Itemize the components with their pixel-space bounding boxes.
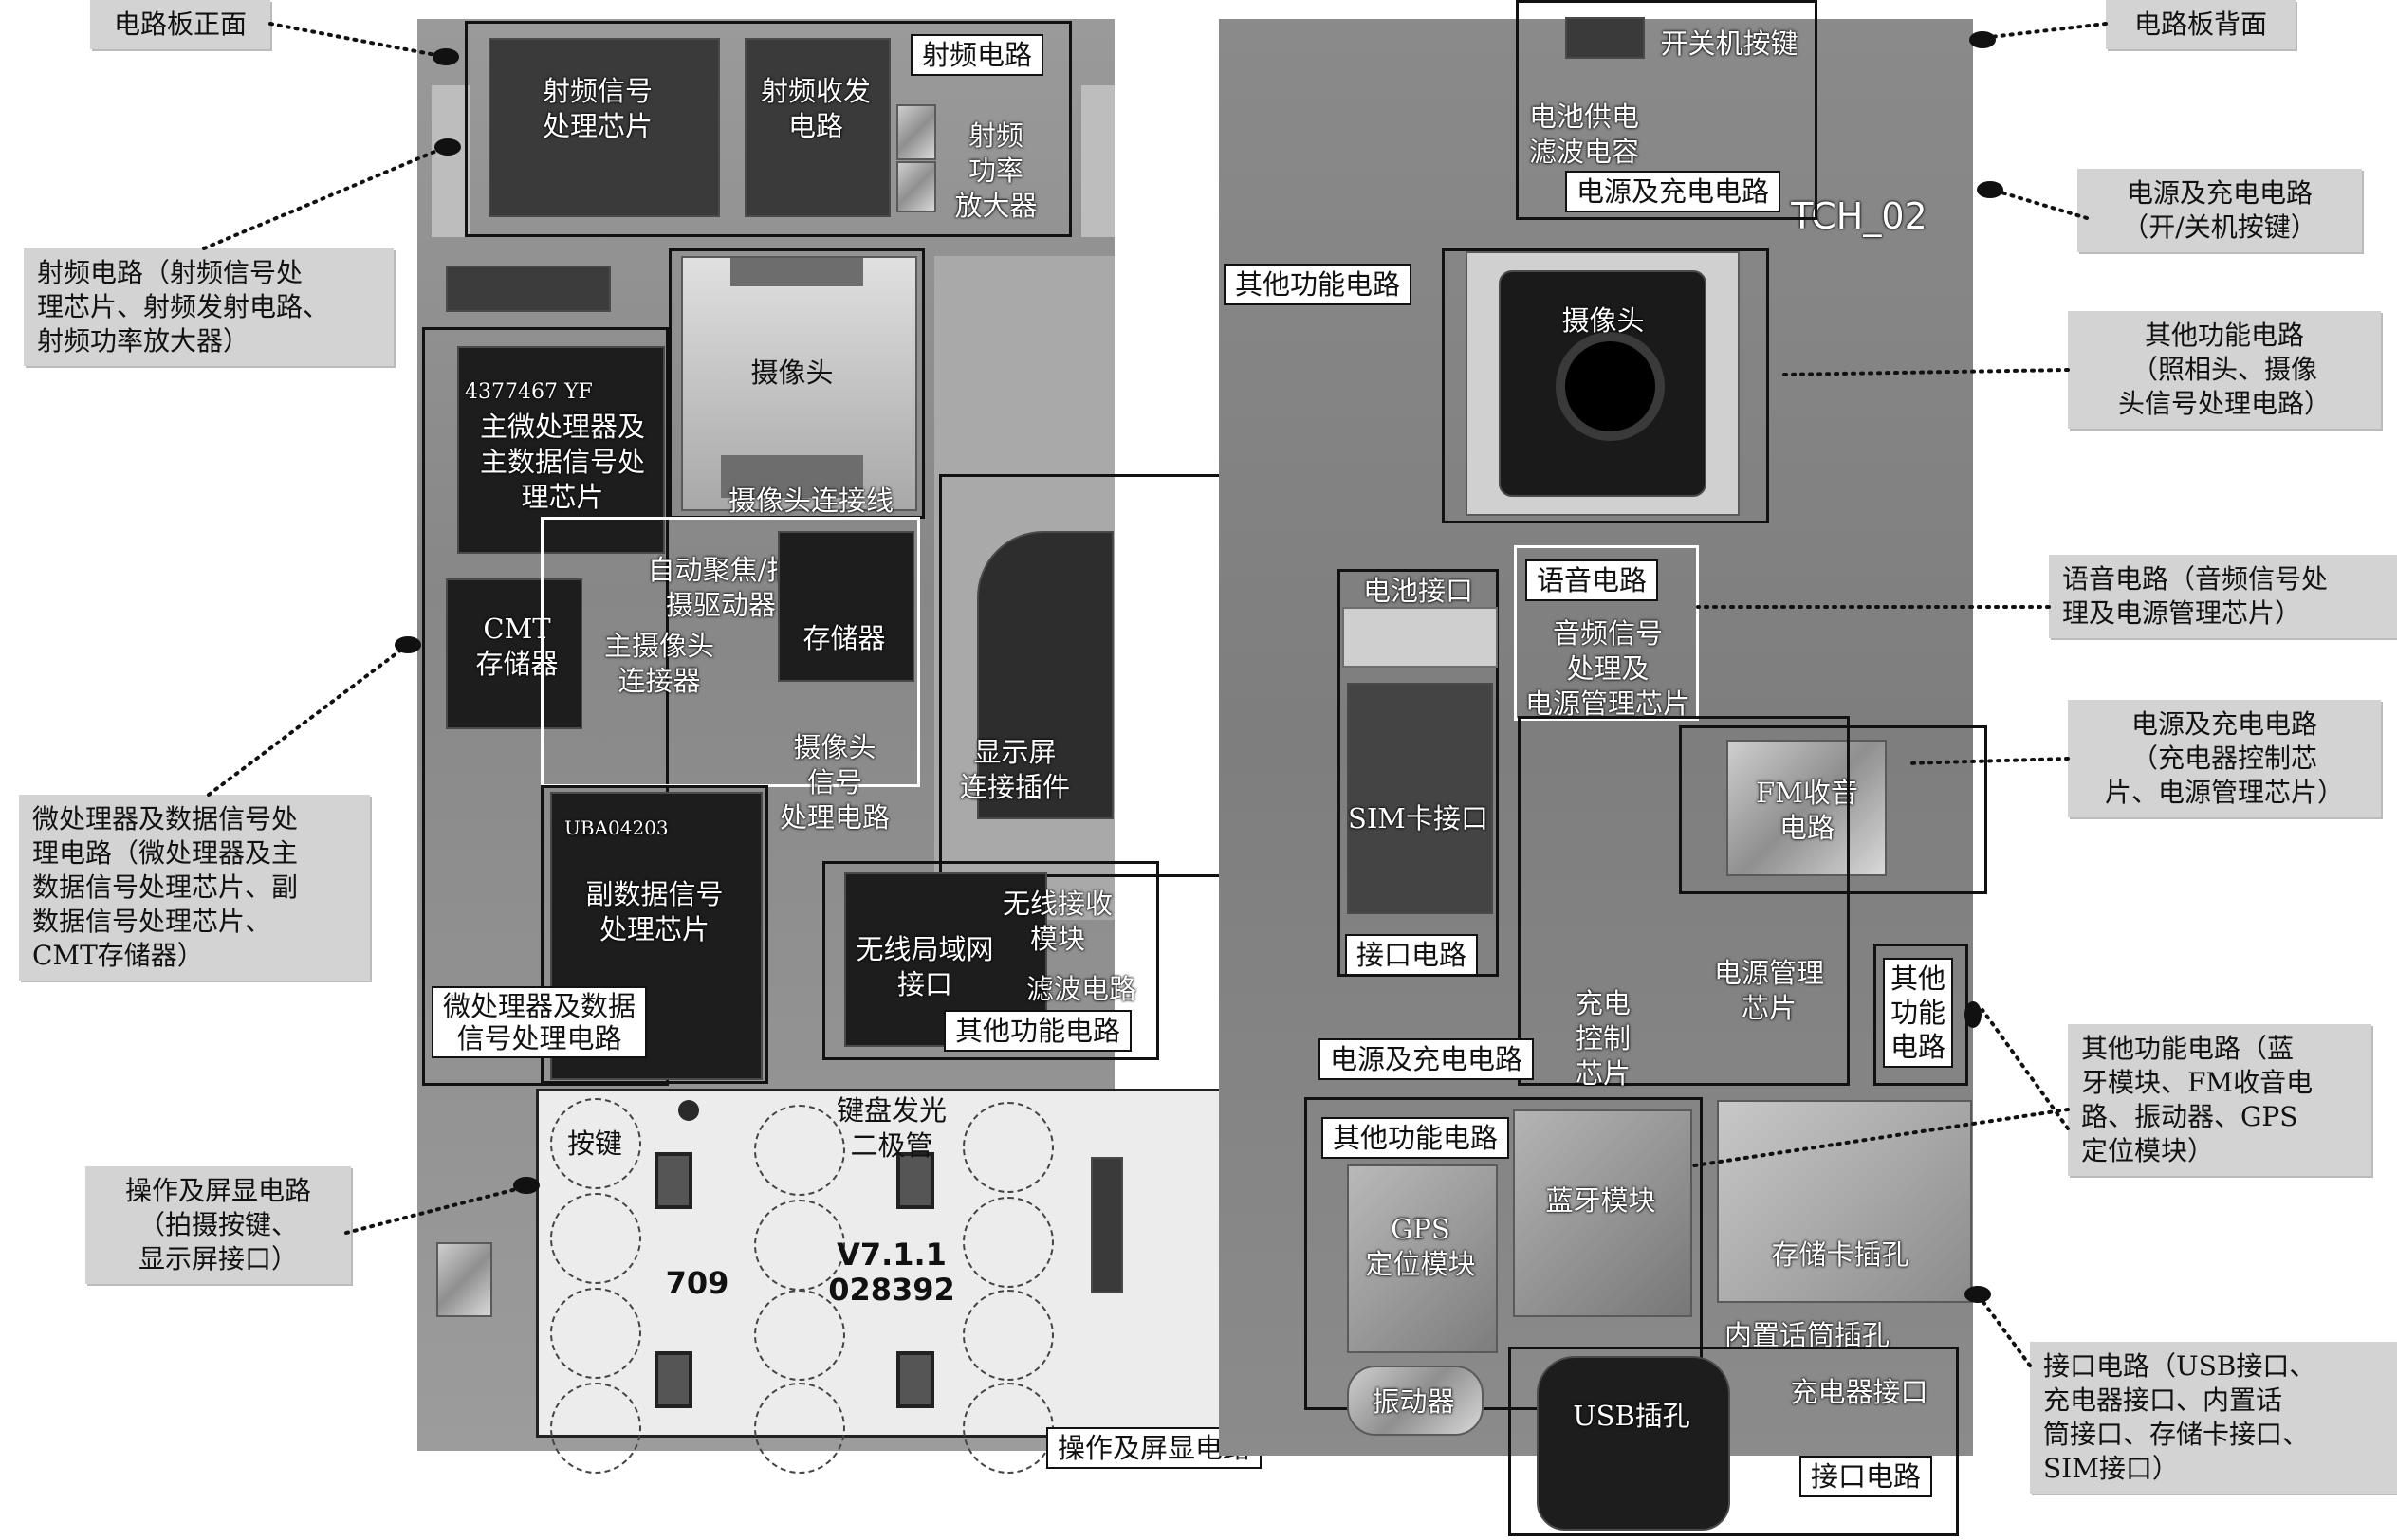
leader-lines [0, 0, 2397, 1540]
diagram-stage: 射频信号 处理芯片 射频收发 电路 射频 功率 放大器 射频电路 摄像头 摄像头… [0, 0, 2397, 1540]
